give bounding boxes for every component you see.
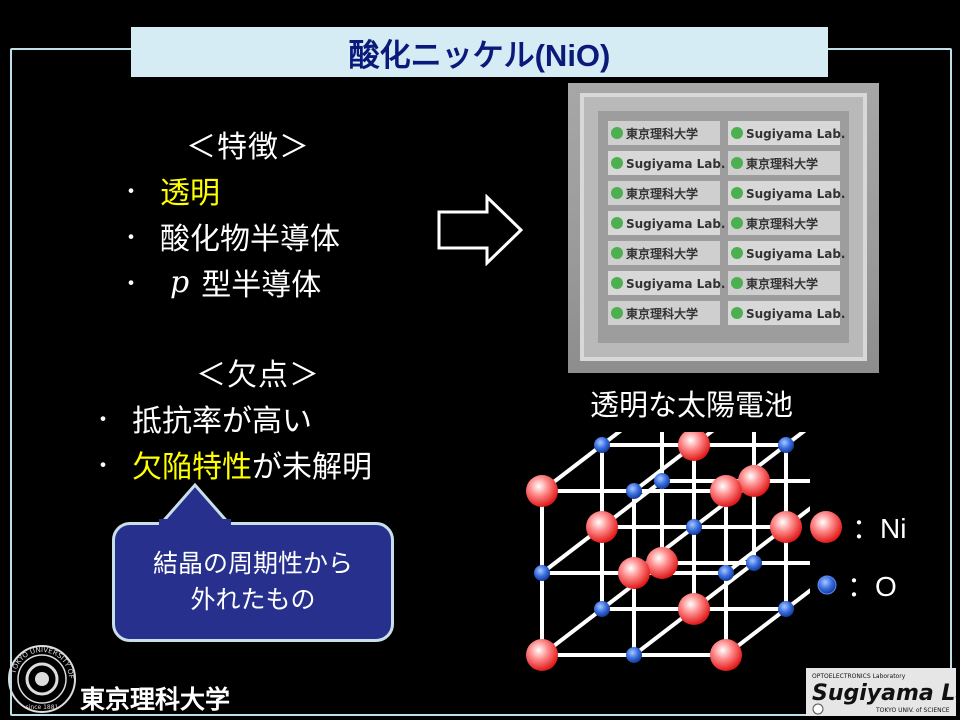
- substrate-logo-mark: [611, 157, 623, 169]
- lattice-bond: [784, 588, 810, 611]
- lab-logo: OPTOELECTRONICS Laboratory Sugiyama Lab.…: [806, 668, 960, 716]
- defects-heading: ＜欠点＞: [196, 358, 320, 393]
- substrate-label-text: 東京理科大学: [626, 306, 698, 321]
- substrate-logo-mark: [731, 157, 743, 169]
- substrate-logo-mark: [611, 187, 623, 199]
- substrate-label: [608, 121, 720, 145]
- substrate-label-text: 東京理科大学: [626, 246, 698, 261]
- nio-crystal-lattice: [526, 432, 810, 671]
- o-atom: [626, 483, 642, 499]
- o-atom: [594, 601, 610, 617]
- substrate-label: [608, 271, 720, 295]
- ni-atom: [678, 593, 710, 625]
- ni-atom: [738, 465, 770, 497]
- lattice-bond: [784, 432, 807, 447]
- substrate-label-text: Sugiyama Lab.: [626, 157, 725, 171]
- substrate-logo-mark: [611, 217, 623, 229]
- ni-atom: [526, 475, 558, 507]
- substrate-label-text: Sugiyama Lab.: [746, 307, 845, 321]
- o-atom-icon: [817, 575, 837, 595]
- photo-caption: 透明な太陽電池: [590, 388, 794, 422]
- substrate-label: [728, 211, 840, 235]
- ni-atom: [526, 639, 558, 671]
- o-atom: [534, 565, 550, 581]
- o-atom: [778, 601, 794, 617]
- feature-item-transparent: ・ 透明: [120, 176, 220, 211]
- substrate-label-text: 東京理科大学: [626, 186, 698, 201]
- substrate-label: [608, 211, 720, 235]
- callout-pointer-mask: [159, 519, 231, 527]
- feature-item-oxide-semiconductor: ・ 酸化物半導体: [120, 222, 340, 257]
- right-arrow-icon: [437, 194, 524, 266]
- ni-atom: [710, 475, 742, 507]
- substrate-label: [728, 121, 840, 145]
- substrate-label-text: Sugiyama Lab.: [746, 247, 845, 261]
- substrate-label: [608, 241, 720, 265]
- ni-atom: [586, 511, 618, 543]
- substrate-logo-mark: [611, 247, 623, 259]
- university-name: 東京理科大学: [80, 685, 231, 714]
- substrate-label-text: 東京理科大学: [746, 156, 818, 171]
- lattice-bond: [600, 432, 623, 447]
- lab-logo-name: Sugiyama Lab.: [812, 681, 956, 706]
- o-atom: [778, 437, 794, 453]
- o-atom: [626, 647, 642, 663]
- slide-title: 酸化ニッケル(NiO): [131, 27, 828, 77]
- ni-atom: [678, 432, 710, 461]
- substrate-label: [728, 301, 840, 325]
- defect-item-resistivity: ・ 抵抗率が高い: [92, 404, 312, 439]
- ni-atom-icon: [810, 511, 842, 543]
- university-seal-icon: TOKYO UNIVERSITY OF SCIENCE since 1881: [6, 643, 76, 713]
- substrate-label: [728, 151, 840, 175]
- substrate-logo-mark: [731, 247, 743, 259]
- o-atom: [594, 437, 610, 453]
- substrate-label-text: Sugiyama Lab.: [746, 127, 845, 141]
- substrate-label-text: 東京理科大学: [746, 276, 818, 291]
- lab-logo-sub: TOKYO UNIV. of SCIENCE: [875, 707, 950, 714]
- defect-item-defect-properties: ・ 欠陥特性 が未解明: [92, 450, 372, 485]
- substrate-label-text: 東京理科大学: [626, 126, 698, 141]
- substrate-label-text: Sugiyama Lab.: [746, 187, 845, 201]
- callout-bubble: 結晶の周期性から 外れたもの: [112, 522, 394, 642]
- substrate-logo-mark: [611, 127, 623, 139]
- ni-atom: [646, 547, 678, 579]
- substrate-logo-mark: [731, 277, 743, 289]
- feature-item-p-type: ・ p 型半導体: [120, 264, 322, 304]
- legend-ni: ：Ni: [808, 507, 906, 547]
- substrate-label-text: Sugiyama Lab.: [626, 277, 725, 291]
- ni-atom: [770, 511, 802, 543]
- seal-since-text: since 1881: [26, 704, 59, 711]
- substrate-logo-mark: [611, 307, 623, 319]
- substrate-label: [608, 301, 720, 325]
- features-heading: ＜特徴＞: [186, 130, 310, 165]
- substrate-label: [728, 181, 840, 205]
- ni-atom: [618, 557, 650, 589]
- substrate-logo-mark: [731, 217, 743, 229]
- substrate-logo-mark: [731, 187, 743, 199]
- substrate-label: [728, 271, 840, 295]
- substrate-label-text: 東京理科大学: [746, 216, 818, 231]
- substrate-logo-mark: [731, 307, 743, 319]
- ni-atom: [710, 639, 742, 671]
- substrate-label: [728, 241, 840, 265]
- o-atom: [654, 473, 670, 489]
- substrate-label: [608, 151, 720, 175]
- lab-logo-mark: OPTOELECTRONICS Laboratory Sugiyama Lab.…: [806, 668, 960, 716]
- substrate-logo-mark: [731, 127, 743, 139]
- legend-o: ：O: [815, 565, 897, 605]
- substrate-label-text: Sugiyama Lab.: [626, 217, 725, 231]
- lab-logo-top: OPTOELECTRONICS Laboratory: [812, 673, 906, 680]
- o-atom: [686, 519, 702, 535]
- substrate-label: [608, 181, 720, 205]
- o-atom: [746, 555, 762, 571]
- substrate-logo-mark: [611, 277, 623, 289]
- o-atom: [718, 565, 734, 581]
